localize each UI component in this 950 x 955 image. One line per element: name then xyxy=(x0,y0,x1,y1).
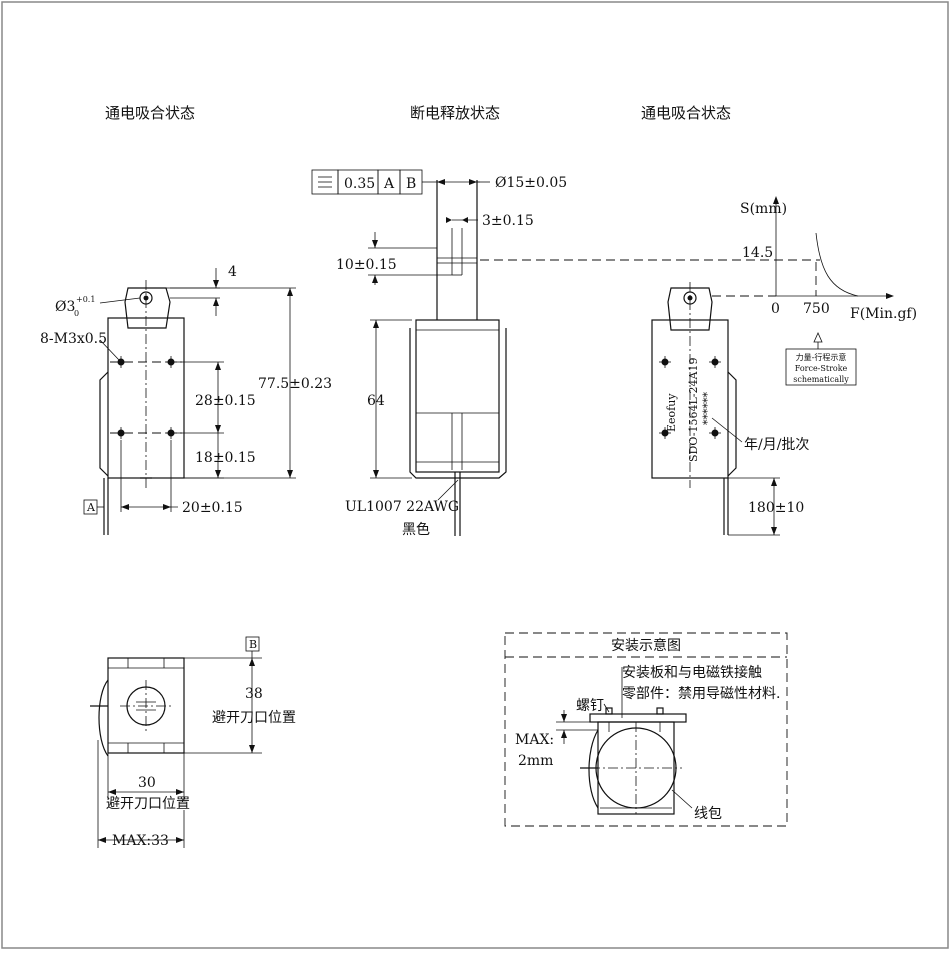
dim-slot-width: 3±0.15 xyxy=(482,213,534,229)
mounting-plate xyxy=(589,713,687,723)
bottom-view: B 38 避开刀口位置 30 避开刀口位置 MAX:33 xyxy=(90,636,296,849)
dim-height-38: 38 xyxy=(245,686,263,702)
note-cn: 力量-行程示意 xyxy=(796,352,847,362)
height-note: 避开刀口位置 xyxy=(212,710,296,726)
dim-width-30: 30 xyxy=(138,775,156,791)
dim-max-width: MAX:33 xyxy=(112,833,169,849)
install-title: 安装示意图 xyxy=(611,637,681,654)
dim-hole-tol-upper: +0.1 xyxy=(76,295,95,304)
dim-hole-pitch-vertical: 28±0.15 xyxy=(195,393,256,409)
force-stroke-curve xyxy=(815,232,859,297)
title-right-energized: 通电吸合状态 xyxy=(641,104,731,122)
mid-coil-body xyxy=(415,319,500,473)
dim-bottom-pitch: 18±0.15 xyxy=(195,450,256,466)
wire-color: 黑色 xyxy=(402,521,430,538)
middle-view: 0.35 A B Ø15±0.05 3±0.15 10±0.15 xyxy=(311,169,820,538)
left-cap xyxy=(124,287,171,329)
note-en-1: Force-Stroke xyxy=(795,364,848,373)
gap-max-label: MAX: xyxy=(515,732,554,748)
installation-view: 安装示意图 安装板和与电磁铁接触 零部件：禁用导磁性材料. 螺钉 MAX: 2m… xyxy=(504,632,788,827)
install-note-line2: 零部件：禁用导磁性材料. xyxy=(622,686,780,702)
title-left-energized: 通电吸合状态 xyxy=(105,104,195,122)
tolerance-value: 0.35 xyxy=(344,176,375,192)
bottom-bracket-arc xyxy=(98,679,109,757)
right-cap xyxy=(667,287,713,331)
mid-frame xyxy=(409,328,507,479)
datum-b-label: B xyxy=(249,638,257,651)
coil-label: 线包 xyxy=(694,806,722,822)
dim-total-height: 77.5±0.23 xyxy=(258,376,332,392)
right-mount-holes xyxy=(659,356,721,439)
dim-lead-length: 180±10 xyxy=(748,500,804,516)
install-frame xyxy=(504,632,788,827)
tolerance-datum-b: B xyxy=(406,176,416,192)
force-value: 750 xyxy=(803,301,830,317)
tolerance-frame: 0.35 A B xyxy=(311,169,437,195)
datum-b-box xyxy=(245,636,260,652)
dim-hole-tol-lower: 0 xyxy=(74,309,79,318)
screw-label: 螺钉 xyxy=(576,698,604,714)
date-code-marking: ****** xyxy=(701,392,714,426)
note-en-2: schematically xyxy=(793,375,849,384)
brand-marking: Eeofuy xyxy=(665,393,678,432)
left-side-bracket xyxy=(99,371,109,477)
dim-top-offset: 4 xyxy=(228,264,237,280)
date-code-label: 年/月/批次 xyxy=(744,437,809,453)
install-note-line1: 安装板和与电磁铁接触 xyxy=(622,664,762,681)
title-mid-released: 断电释放状态 xyxy=(410,104,500,122)
dim-shaft-dia: Ø15±0.05 xyxy=(495,175,567,191)
tolerance-datum-a: A xyxy=(383,176,395,192)
left-view: 4 Ø3 0 +0.1 8-M3x0.5 77.5±0.23 28±0.15 1… xyxy=(40,264,332,535)
width-note: 避开刀口位置 xyxy=(106,796,190,812)
right-view: Eeofuy SDO-1564L-24A19 ****** 年/月/批次 180… xyxy=(651,196,917,536)
gap-value: 2mm xyxy=(518,753,553,769)
dim-hole-dia: Ø3 xyxy=(55,299,75,315)
axis-f-label: F(Min.gf) xyxy=(850,306,917,322)
datum-a-label: A xyxy=(86,501,96,514)
dim-hole-pitch-horizontal: 20±0.15 xyxy=(182,500,243,516)
force-stroke-note xyxy=(785,348,857,386)
right-side-bracket xyxy=(727,371,737,477)
dim-body-height: 64 xyxy=(367,393,385,409)
model-marking: SDO-1564L-24A19 xyxy=(687,358,700,462)
graph-origin: 0 xyxy=(771,301,780,317)
axis-s-label: S(mm) xyxy=(740,201,787,217)
left-mount-holes xyxy=(115,356,177,439)
thread-spec: 8-M3x0.5 xyxy=(40,331,107,347)
wire-spec: UL1007 22AWG xyxy=(345,499,459,515)
dim-slot-depth: 10±0.15 xyxy=(336,257,397,273)
stroke-value: 14.5 xyxy=(742,245,773,261)
